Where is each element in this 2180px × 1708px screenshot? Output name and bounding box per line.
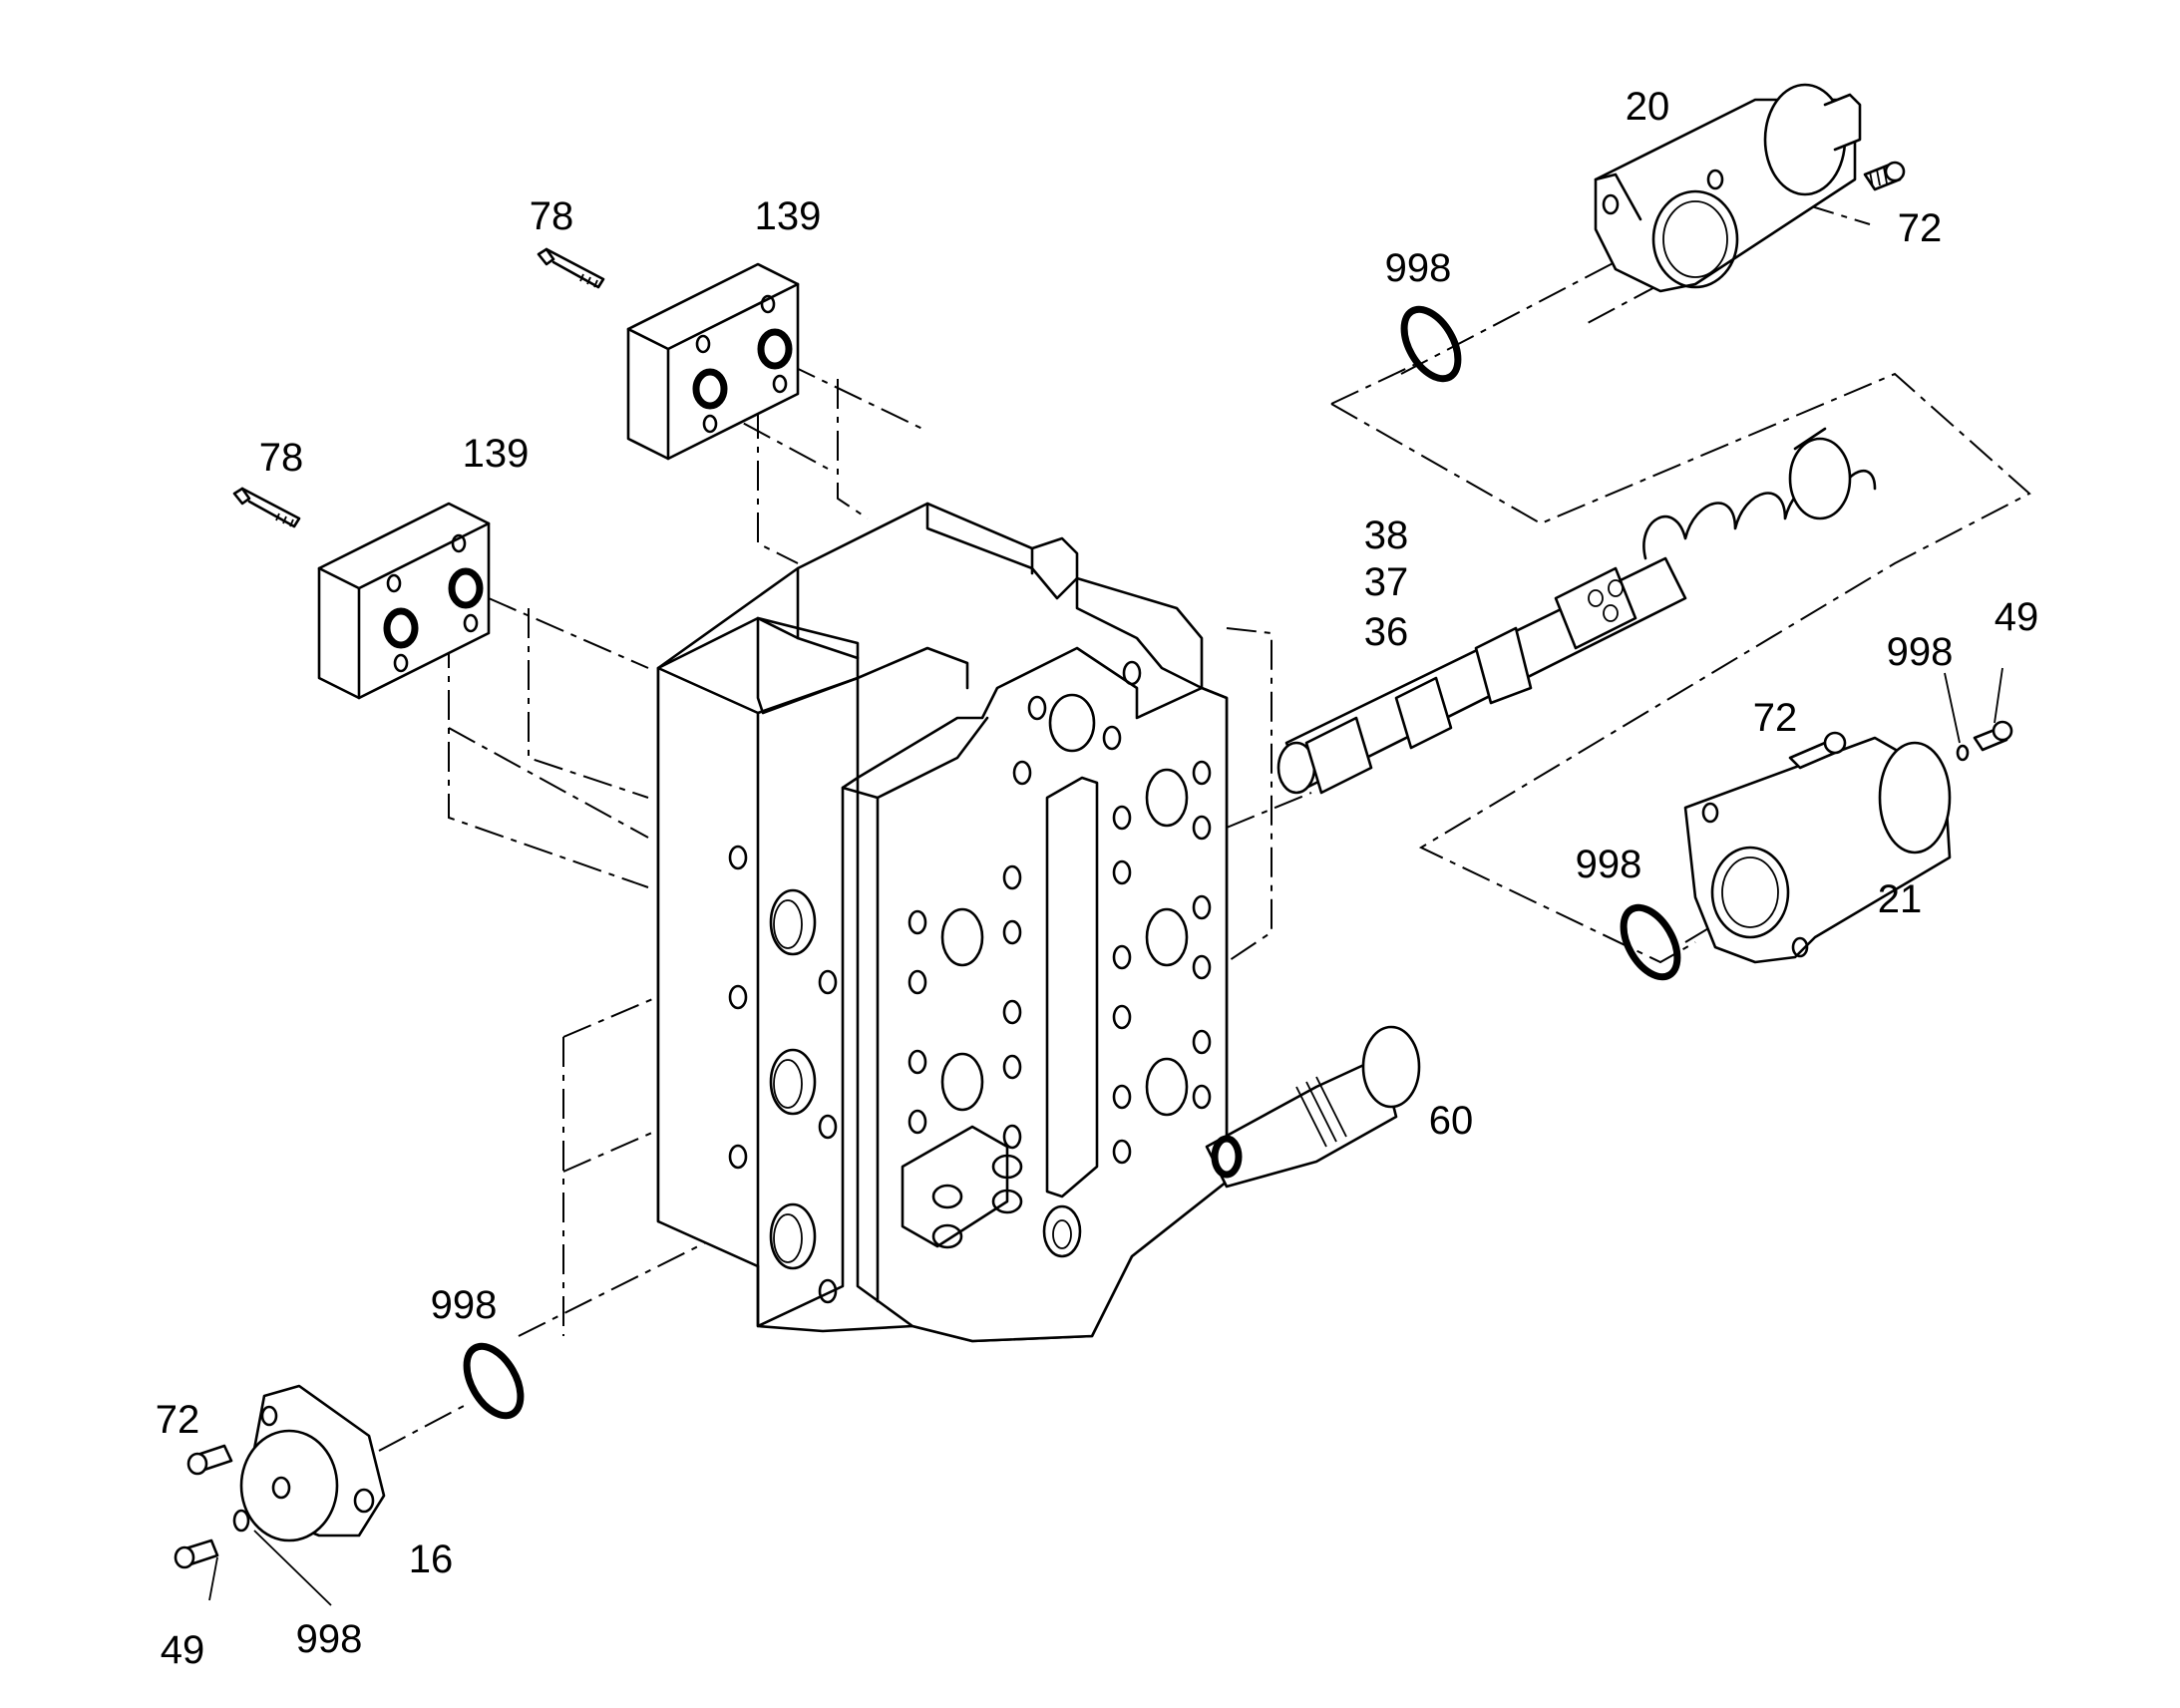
callout-labels: 78 139 78 139 20 998 72 38 37 36 998 49 … bbox=[156, 85, 2039, 1672]
bolt-72-top bbox=[1863, 161, 1906, 191]
callout-998-bottom-small: 998 bbox=[296, 1617, 363, 1661]
cover-plate-lower bbox=[232, 487, 491, 700]
valve-spool-assembly bbox=[1276, 427, 1877, 795]
solenoid-21 bbox=[1683, 736, 1952, 964]
bolt-49-right bbox=[1973, 720, 2013, 752]
callout-72-top: 72 bbox=[1898, 206, 1943, 250]
o-ring-998-small-right bbox=[1956, 744, 1970, 762]
callout-998-right-upper: 998 bbox=[1887, 630, 1954, 674]
bolt-49-bottom bbox=[174, 1538, 219, 1569]
leader-lines bbox=[208, 667, 2003, 1606]
o-ring-998-top bbox=[1400, 305, 1462, 383]
callout-21: 21 bbox=[1878, 877, 1923, 921]
pressure-valve-60 bbox=[1205, 1025, 1421, 1189]
callout-72-bottom: 72 bbox=[156, 1398, 200, 1442]
solenoid-16 bbox=[239, 1384, 386, 1542]
callout-998-top: 998 bbox=[1385, 246, 1452, 290]
callout-998-bottom: 998 bbox=[431, 1283, 498, 1327]
callout-139-upper: 139 bbox=[755, 194, 822, 238]
o-ring-998-bottom bbox=[463, 1342, 525, 1420]
callout-37: 37 bbox=[1364, 560, 1409, 604]
callout-78-lower: 78 bbox=[259, 436, 304, 480]
o-ring-998-right bbox=[1620, 903, 1681, 981]
valve-housing bbox=[656, 502, 1229, 1343]
cover-plate-upper bbox=[537, 247, 800, 461]
callout-49-bottom: 49 bbox=[161, 1628, 205, 1672]
callout-16: 16 bbox=[409, 1537, 454, 1581]
callout-20: 20 bbox=[1626, 85, 1670, 129]
o-ring-998-small-bottom bbox=[232, 1509, 250, 1533]
solenoid-20 bbox=[1594, 83, 1862, 293]
bolt-72-right bbox=[1788, 731, 1847, 770]
callout-36: 36 bbox=[1364, 610, 1409, 654]
callout-78-upper: 78 bbox=[530, 194, 574, 238]
callout-998-right: 998 bbox=[1576, 843, 1642, 886]
callout-139-lower: 139 bbox=[463, 432, 530, 476]
callout-49-right: 49 bbox=[1995, 595, 2039, 639]
callout-72-right: 72 bbox=[1753, 696, 1798, 740]
callout-38: 38 bbox=[1364, 513, 1409, 557]
callout-60: 60 bbox=[1429, 1099, 1474, 1143]
bolt-72-bottom bbox=[186, 1444, 233, 1476]
